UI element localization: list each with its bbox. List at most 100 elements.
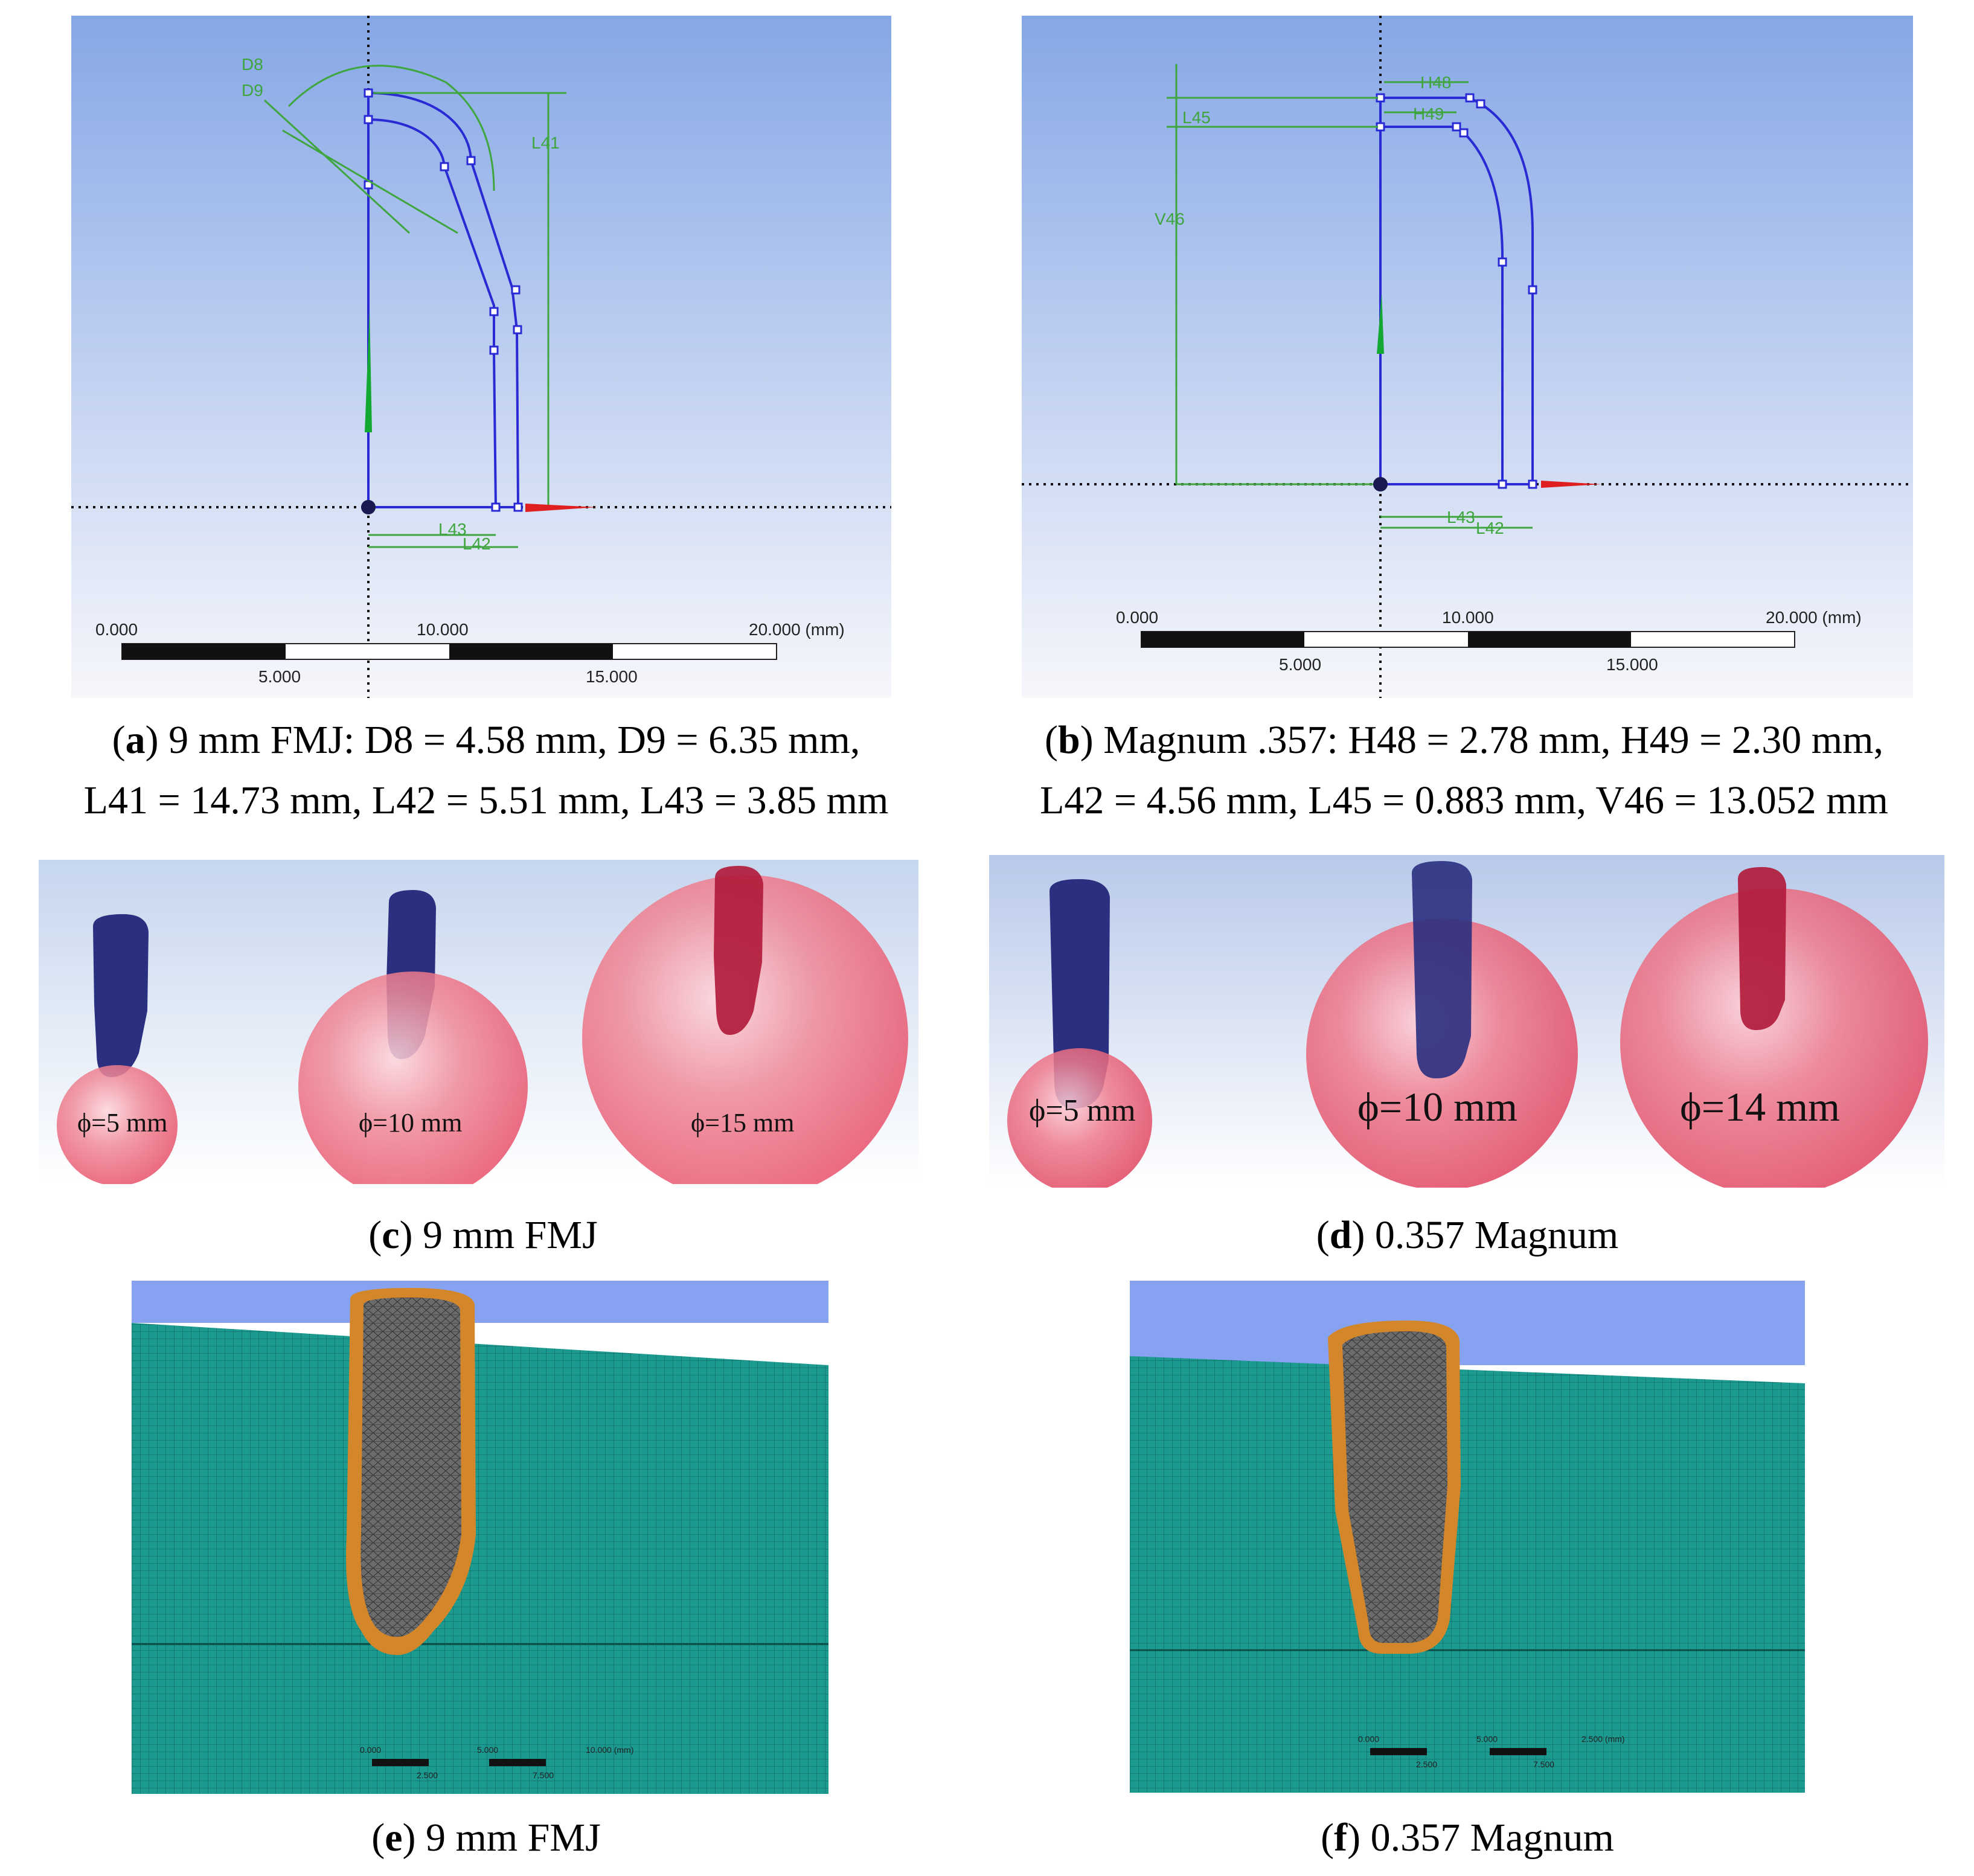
sphere-5mm xyxy=(1007,1048,1152,1188)
sketch-b-svg: H48 H49 L45 V46 L43 L42 0.000 10.000 20.… xyxy=(1022,16,1913,698)
scale-5: 5.000 xyxy=(1476,1734,1498,1744)
scene-large: ϕ=14 mm xyxy=(1620,867,1928,1188)
sphere-label-2: ϕ=10 mm xyxy=(1357,1084,1517,1130)
sky xyxy=(132,1281,828,1323)
scale-5: 5.000 xyxy=(477,1745,498,1755)
caption-b-line1: Magnum .357: H48 = 2.78 mm, H49 = 2.30 m… xyxy=(1103,718,1883,762)
scale-7-5: 7.500 xyxy=(1533,1759,1554,1769)
origin-marker xyxy=(361,500,376,514)
caption-c: (c) 9 mm FMJ xyxy=(368,1213,598,1257)
caption-a: (a) 9 mm FMJ: D8 = 4.58 mm, D9 = 6.35 mm… xyxy=(0,710,972,831)
caption-f: (f) 0.357 Magnum xyxy=(1321,1816,1614,1860)
scale-bar xyxy=(121,643,777,660)
panel-a-sketch: D8 D9 L41 L43 L42 0.000 10.000 20.000 (m… xyxy=(71,16,891,698)
scale-0: 0.000 xyxy=(1358,1734,1379,1744)
sketch-a-svg: D8 D9 L41 L43 L42 0.000 10.000 20.000 (m… xyxy=(71,16,891,698)
x-axis-arrow xyxy=(525,504,597,512)
caption-b: (b) Magnum .357: H48 = 2.78 mm, H49 = 2.… xyxy=(954,710,1974,831)
sphere-label-3: ϕ=15 mm xyxy=(691,1108,794,1138)
scale-20: 20.000 (mm) xyxy=(749,620,845,639)
scale-0: 0.000 xyxy=(95,620,138,639)
caption-b-letter: b xyxy=(1058,718,1080,762)
sphere-label-3: ϕ=14 mm xyxy=(1680,1084,1840,1130)
caption-b-line2: L42 = 4.56 mm, L45 = 0.883 mm, V46 = 13.… xyxy=(1040,778,1888,822)
bullet-cutaway xyxy=(1738,867,1786,1030)
sphere-label-1: ϕ=5 mm xyxy=(1029,1093,1136,1128)
y-axis-arrow xyxy=(1377,293,1384,354)
sky xyxy=(1130,1281,1805,1365)
bullet-cutaway xyxy=(1412,861,1472,1078)
caption-d-letter: d xyxy=(1329,1213,1352,1257)
scale-5: 5.000 xyxy=(258,667,301,686)
mesh-e-svg: 0.000 5.000 10.000 (mm) 2.500 7.500 xyxy=(132,1281,828,1794)
scale-2-5: 2.500 xyxy=(1416,1759,1437,1769)
scale-0: 0.000 xyxy=(1116,608,1158,627)
dim-l45: L45 xyxy=(1182,108,1211,127)
spheres-c-svg: ϕ=5 mm ϕ=10 mm ϕ=15 mm xyxy=(39,860,918,1184)
viewport-background xyxy=(1022,16,1913,698)
scale-10: 10.000 (mm) xyxy=(586,1745,633,1755)
sphere-15mm xyxy=(582,875,908,1184)
viewport-background xyxy=(71,16,891,698)
bullet-cutaway xyxy=(93,914,149,1077)
scene-small: ϕ=5 mm xyxy=(57,914,178,1184)
panel-d-spheres: ϕ=5 mm ϕ=10 mm ϕ=14 mm xyxy=(989,855,1944,1188)
x-axis-arrow xyxy=(1541,481,1601,488)
caption-a-line2: L41 = 14.73 mm, L42 = 5.51 mm, L43 = 3.8… xyxy=(83,778,889,822)
bullet-cutaway xyxy=(714,866,763,1035)
bullet-core-mesh xyxy=(1342,1331,1447,1643)
scene-medium: ϕ=10 mm xyxy=(298,890,528,1184)
scale-5: 5.000 xyxy=(1279,655,1321,674)
sphere-label-1: ϕ=5 mm xyxy=(77,1108,167,1138)
scale-bar xyxy=(1141,631,1795,648)
caption-e-text: 9 mm FMJ xyxy=(426,1816,601,1860)
dim-d9: D9 xyxy=(242,81,263,100)
caption-a-letter: a xyxy=(125,718,146,762)
target-block-mesh xyxy=(132,1323,828,1794)
dim-h48: H48 xyxy=(1420,73,1451,92)
dim-l41: L41 xyxy=(531,133,560,152)
sphere-label-2: ϕ=10 mm xyxy=(359,1108,462,1138)
caption-f-text: 0.357 Magnum xyxy=(1370,1816,1614,1860)
scale-15: 15.000 xyxy=(1606,655,1658,674)
panel-e-mesh: 0.000 5.000 10.000 (mm) 2.500 7.500 xyxy=(132,1281,828,1794)
scale-2-5: 2.500 xyxy=(417,1770,438,1780)
sphere-14mm xyxy=(1620,888,1928,1188)
caption-c-letter: c xyxy=(382,1213,400,1257)
dimension-lines xyxy=(263,65,566,548)
panel-f-mesh: 0.000 5.000 2.500 (mm) 2.500 7.500 xyxy=(1130,1281,1805,1793)
scale-15: 15.000 xyxy=(586,667,638,686)
dim-d8: D8 xyxy=(242,55,263,74)
caption-c-text: 9 mm FMJ xyxy=(423,1213,598,1257)
scale-bar xyxy=(1370,1748,1546,1755)
scale-20: 20.000 (mm) xyxy=(1766,608,1862,627)
scale-10: 10.000 xyxy=(1442,608,1494,627)
dim-v46: V46 xyxy=(1155,210,1185,228)
scene-small: ϕ=5 mm xyxy=(1007,879,1152,1188)
dim-l42: L42 xyxy=(1476,519,1504,537)
scale-7-5: 7.500 xyxy=(533,1770,554,1780)
sphere-10mm xyxy=(298,972,528,1184)
dim-h49: H49 xyxy=(1413,104,1444,123)
caption-d: (d) 0.357 Magnum xyxy=(1316,1213,1619,1257)
panel-b-sketch: H48 H49 L45 V46 L43 L42 0.000 10.000 20.… xyxy=(1022,16,1913,698)
panel-c-spheres: ϕ=5 mm ϕ=10 mm ϕ=15 mm xyxy=(39,860,918,1184)
sketch-vertices xyxy=(1376,93,1537,489)
target-block-mesh xyxy=(1130,1356,1805,1793)
caption-e-letter: e xyxy=(385,1816,403,1860)
spheres-d-svg: ϕ=5 mm ϕ=10 mm ϕ=14 mm xyxy=(989,855,1944,1188)
y-axis-arrow xyxy=(365,309,372,432)
scale-10: 10.000 xyxy=(417,620,469,639)
sketch-vertices xyxy=(364,88,523,512)
caption-a-line1: 9 mm FMJ: D8 = 4.58 mm, D9 = 6.35 mm, xyxy=(168,718,860,762)
caption-d-text: 0.357 Magnum xyxy=(1374,1213,1619,1257)
dim-l42: L42 xyxy=(463,534,491,553)
bullet-core-mesh xyxy=(361,1298,461,1637)
sphere-5mm xyxy=(57,1065,178,1184)
origin-marker xyxy=(1373,477,1388,491)
scale-bar xyxy=(372,1759,546,1766)
caption-f-letter: f xyxy=(1334,1816,1348,1860)
scene-large: ϕ=15 mm xyxy=(582,866,908,1184)
dim-l43: L43 xyxy=(438,520,467,539)
dimension-lines xyxy=(1167,64,1533,529)
